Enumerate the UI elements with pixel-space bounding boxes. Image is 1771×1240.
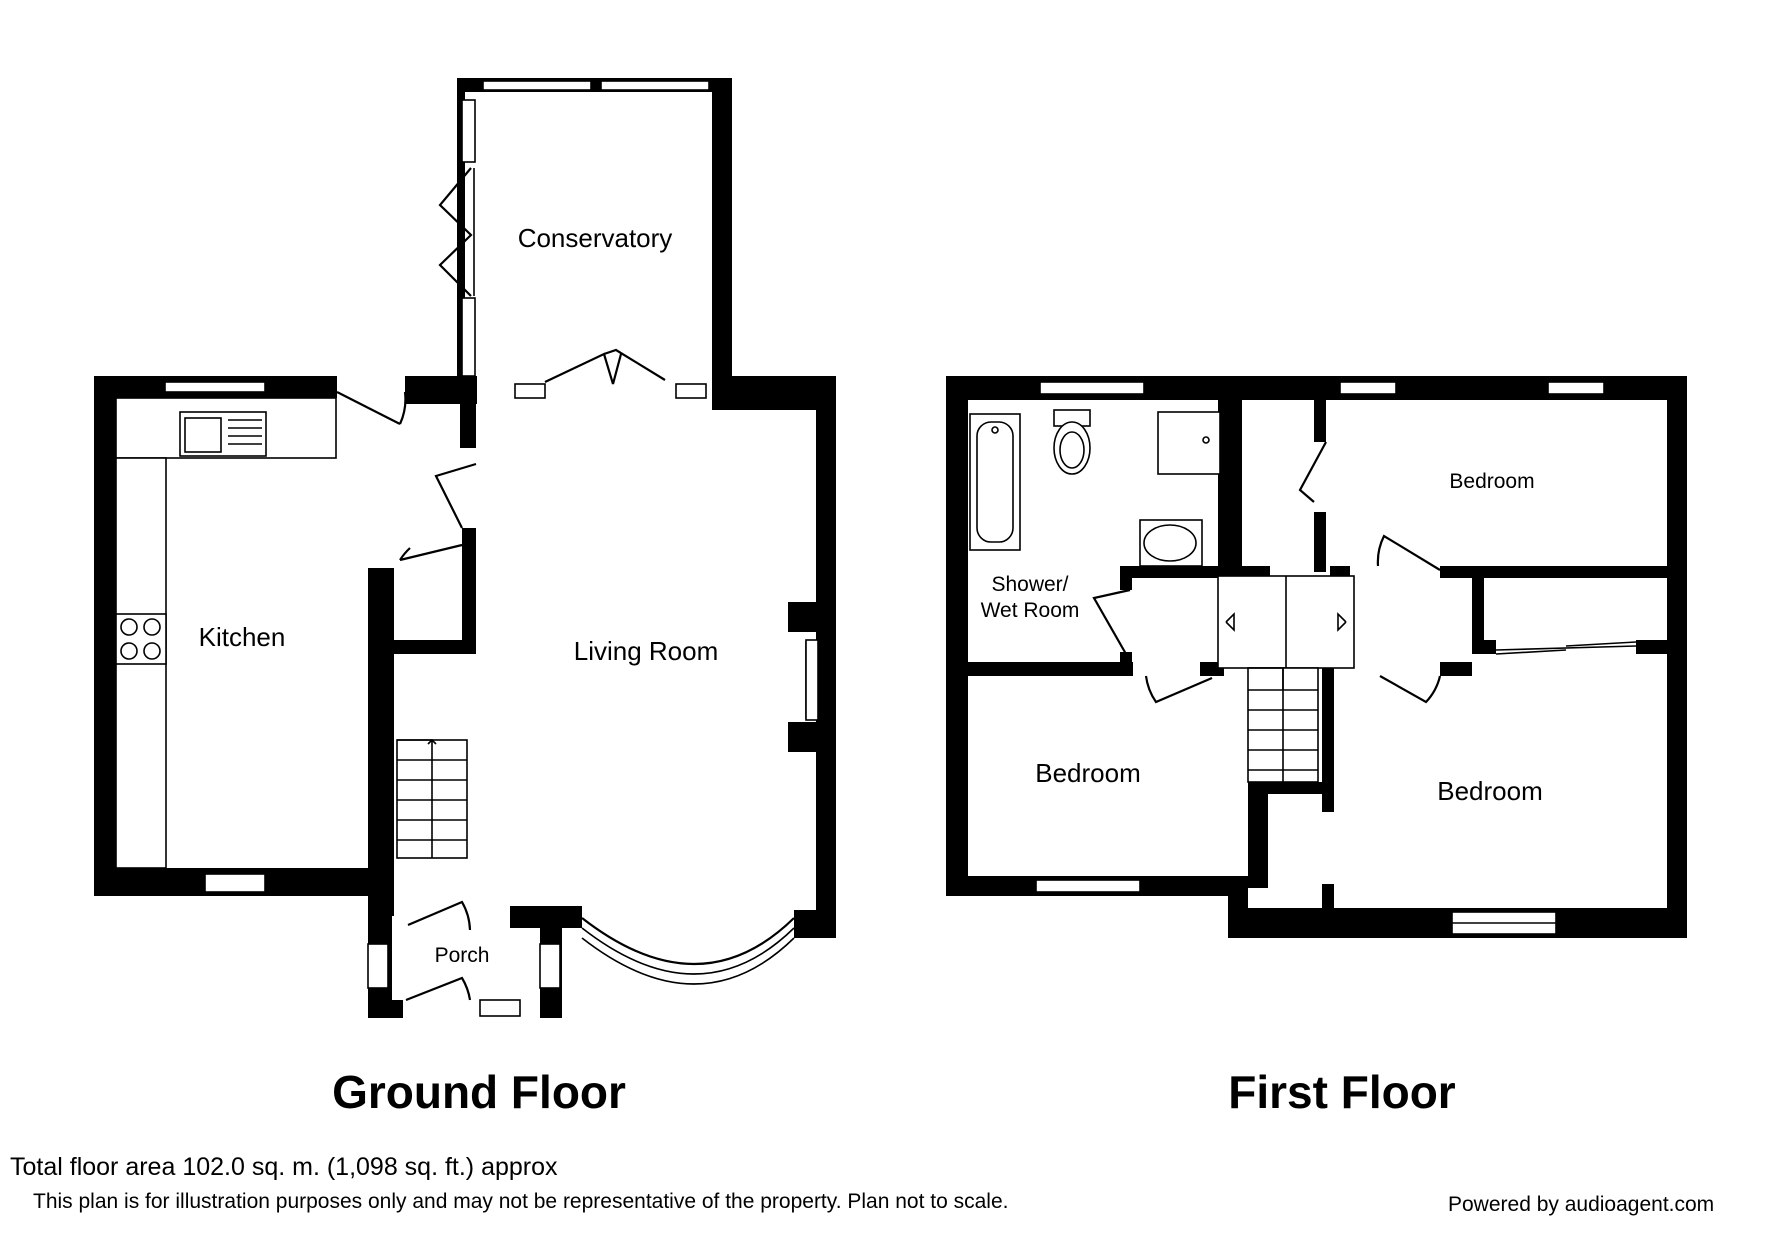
first-windows <box>1035 381 1605 935</box>
room-label-shower-line2: Wet Room <box>981 599 1080 622</box>
first-doors <box>1092 441 1637 704</box>
total-floor-area: Total floor area 102.0 sq. m. (1,098 sq.… <box>10 1153 558 1181</box>
room-label-conservatory: Conservatory <box>518 223 673 253</box>
bathroom-fixtures <box>969 409 1221 567</box>
ground-windows <box>164 381 819 1017</box>
room-label-shower-line1: Shower/ <box>991 573 1068 596</box>
room-label-bedroom-left: Bedroom <box>1035 758 1141 788</box>
room-label-porch: Porch <box>435 944 490 967</box>
ground-outer-walls <box>94 376 836 1018</box>
powered-by-text: Powered by audioagent.com <box>1448 1193 1715 1216</box>
ground-floor-plan: Conservatory Kitchen Living Room Porch G… <box>94 78 836 1118</box>
room-label-kitchen: Kitchen <box>199 622 286 652</box>
first-floor-title: First Floor <box>1228 1066 1456 1118</box>
ground-inner-walls <box>394 376 476 654</box>
conservatory-walls <box>438 78 732 377</box>
first-floor-plan: Shower/ Wet Room Bedroom Bedroom Bedroom… <box>946 376 1687 1118</box>
room-label-bedroom-right: Bedroom <box>1437 776 1543 806</box>
ground-floor-title: Ground Floor <box>332 1066 626 1118</box>
room-label-living-room: Living Room <box>574 636 719 666</box>
ground-doors <box>336 348 795 1002</box>
disclaimer-text: This plan is for illustration purposes o… <box>33 1190 1009 1213</box>
ground-stairs <box>396 738 468 859</box>
first-stairs <box>1217 575 1355 783</box>
room-label-bedroom-top: Bedroom <box>1449 470 1534 493</box>
kitchen-fixtures <box>115 397 337 869</box>
